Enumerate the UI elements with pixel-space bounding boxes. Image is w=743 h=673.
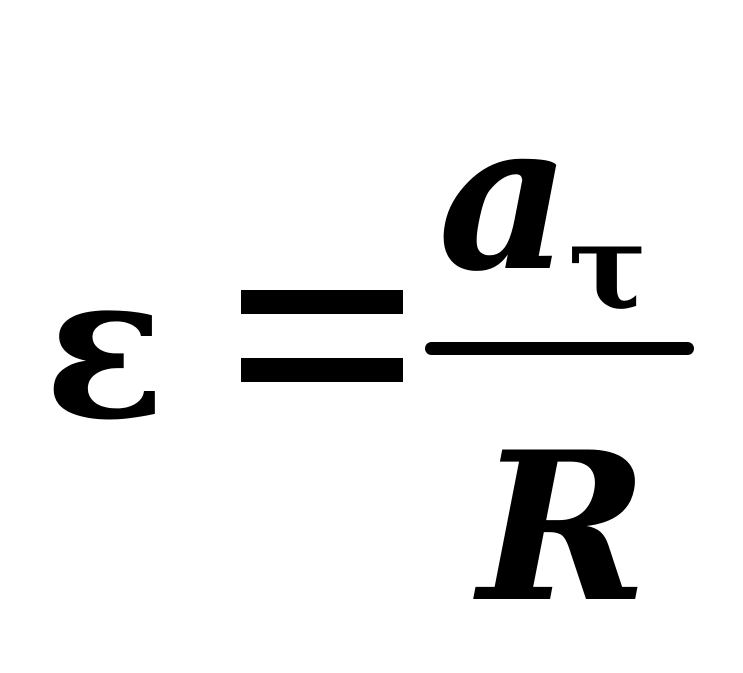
formula-denominator: R <box>478 408 649 648</box>
equals-sign <box>241 290 403 382</box>
fraction-line <box>425 342 694 355</box>
formula-numerator-subscript: τ <box>568 197 648 336</box>
formula-lhs-epsilon: ε <box>44 230 166 465</box>
equals-bottom-bar <box>241 358 403 382</box>
equals-top-bar <box>241 290 403 314</box>
formula-numerator-base: a <box>438 77 571 317</box>
